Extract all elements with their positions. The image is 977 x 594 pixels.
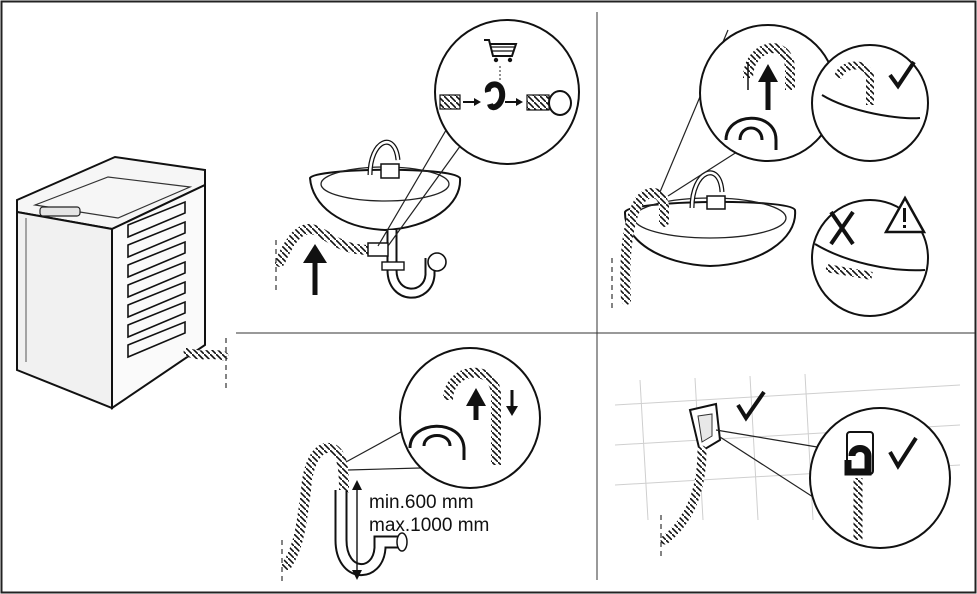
- up-arrow-icon: [303, 244, 327, 263]
- drain-hose: [183, 347, 229, 361]
- adapter-zoom-callout: [434, 19, 580, 165]
- hook-zoom-callout: [399, 347, 541, 489]
- side-vents: [127, 200, 186, 359]
- up-arrow-icon: [466, 388, 486, 406]
- hose-hook: [408, 424, 466, 460]
- adapter-clamp: [484, 81, 506, 111]
- sink: [623, 200, 797, 268]
- drain-hose: [620, 187, 669, 305]
- check-mark-icon: [888, 436, 918, 470]
- down-arrow-icon: [506, 406, 518, 416]
- shopping-cart-icon: [484, 39, 518, 63]
- drain-hose: [282, 442, 349, 570]
- cross-mark-icon: [829, 210, 855, 246]
- check-mark-icon: [736, 390, 766, 422]
- panel-wall-outlet: [614, 373, 961, 560]
- outlet-zoom-callout: [809, 407, 951, 549]
- drain-hose: [660, 445, 707, 545]
- check-mark-icon: [888, 60, 916, 90]
- washing-machine: [16, 155, 229, 410]
- max-height-label: max.1000 mm: [369, 515, 489, 536]
- drain-hose: [275, 224, 375, 267]
- min-height-label: min.600 mm: [369, 492, 474, 513]
- sink: [308, 168, 462, 232]
- panel-standpipe: min.600 mm max.1000 mm: [281, 347, 541, 585]
- panel-sink-adapter: [275, 19, 580, 299]
- hose-hook: [724, 116, 778, 150]
- up-arrow-icon: [758, 64, 778, 82]
- panel-hook-sink: [611, 24, 929, 317]
- control-panel: [39, 206, 81, 217]
